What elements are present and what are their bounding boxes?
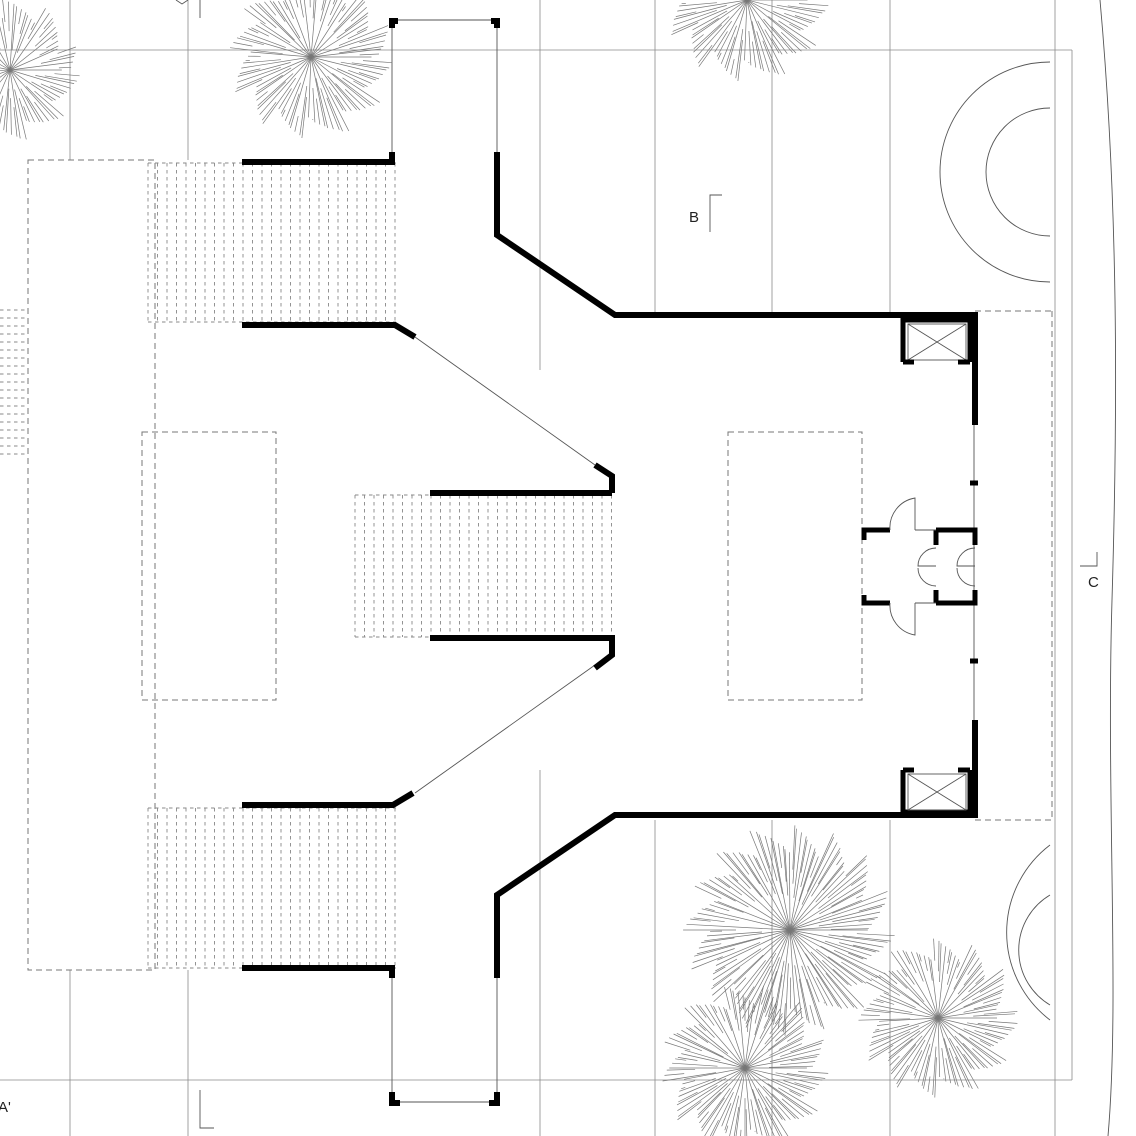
entry-passages [391, 19, 975, 1103]
tree-canopy [671, 0, 829, 82]
tree-canopy [230, 0, 393, 139]
tree-canopy [0, 0, 80, 140]
section-label-b: B [689, 209, 699, 226]
walls [242, 18, 978, 1106]
section-label-a-bottom: A' [0, 1099, 11, 1116]
section-mark-a-top [175, 0, 201, 18]
tree-canopy [683, 825, 895, 1036]
elevator-top [900, 317, 973, 365]
seating-rows-top [147, 162, 396, 323]
seating-rows-center [354, 494, 612, 638]
tree-canopy [662, 985, 829, 1136]
semicircle-features [939, 61, 1051, 1021]
section-label-c: C [1088, 574, 1099, 591]
dashed-footprint [27, 159, 1053, 971]
restroom-cluster [861, 497, 978, 636]
section-mark-a-bottom: A' [0, 1090, 214, 1129]
section-mark-c: C [1080, 552, 1099, 591]
section-mark-b: B [689, 194, 722, 232]
trees [0, 0, 1018, 1136]
seating-rows-bottom [147, 807, 396, 969]
tree-canopy [858, 938, 1018, 1098]
elevator-bottom [900, 767, 973, 815]
seating-rows-left-edge [0, 309, 26, 455]
